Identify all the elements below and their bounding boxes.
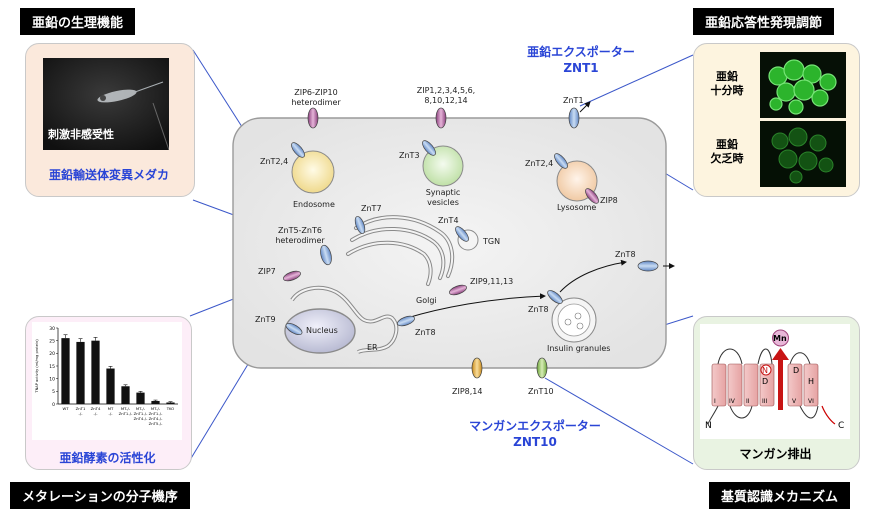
- znt8-right-label: ZnT8: [615, 250, 636, 259]
- mechanism-box: [700, 324, 850, 439]
- tgn-label: TGN: [483, 237, 501, 246]
- znt8-low-label: ZnT8: [415, 328, 436, 337]
- c-terminus: C: [838, 421, 845, 431]
- header-metalation: メタレーションの分子機序: [10, 482, 190, 509]
- x-tick-label: MT-/-: [121, 406, 131, 411]
- n-terminus: N: [705, 421, 712, 431]
- helix-label-6: VI: [808, 398, 814, 405]
- znt1-label: ZnT1: [563, 96, 584, 105]
- x-tick-label: ZnT5-/-: [149, 421, 163, 426]
- znt10-exporter-line2: ZNT10: [513, 435, 557, 449]
- x-tick-label: ZnT1-/-: [134, 411, 148, 416]
- y-tick-label: 0: [52, 402, 55, 408]
- helix-label-1: I: [714, 398, 716, 405]
- medaka-title: 亜鉛輸送体変異メダカ: [48, 168, 169, 182]
- helix-label-5: V: [792, 398, 797, 405]
- bar: [151, 400, 160, 404]
- synaptic-vesicles-label: Synaptic vesicles: [425, 188, 461, 207]
- bar: [91, 340, 100, 404]
- x-tick-label: -/-: [108, 411, 113, 416]
- zip-list-label: ZIP1,2,3,4,5,6, 8,10,12,14: [416, 86, 476, 105]
- mn-ion-label: Mn: [773, 334, 787, 343]
- y-axis-label: TNAP activity (ml/mg protein): [35, 339, 39, 394]
- residue-d2: D: [793, 366, 800, 375]
- zip6-zip10-label: ZIP6-ZIP10 heterodimer: [291, 88, 341, 107]
- bar: [76, 341, 85, 404]
- y-tick-label: 30: [49, 326, 55, 332]
- znt10-label: ZnT10: [528, 387, 554, 396]
- x-tick-label: MT: [108, 406, 114, 411]
- photo-caption: 刺激非感受性: [48, 128, 114, 141]
- znt10-exporter-label: マンガンエクスポーター ZNT10: [455, 418, 615, 450]
- znt1-exporter-line2: ZNT1: [563, 61, 599, 75]
- medaka-photo: [43, 58, 170, 151]
- x-tick-label: MT-/-: [151, 406, 161, 411]
- x-tick-label: TKO: [166, 406, 175, 411]
- golgi-label: Golgi: [416, 296, 437, 305]
- zip8-label: ZIP8: [600, 196, 618, 205]
- znt1-exporter-line1: 亜鉛エクスポーター: [527, 45, 635, 59]
- x-tick-label: ZnT1-/-: [149, 411, 163, 416]
- y-tick-label: 20: [49, 351, 55, 357]
- x-tick-label: MT-/-: [136, 406, 146, 411]
- header-recognition: 基質認識メカニズム: [709, 482, 851, 509]
- er-label: ER: [367, 343, 378, 352]
- zip9-11-13-label: ZIP9,11,13: [470, 277, 514, 286]
- residue-h: H: [808, 377, 815, 386]
- nucleus-label: Nucleus: [306, 326, 338, 335]
- helix-label-4: III: [762, 398, 768, 405]
- y-tick-label: 5: [52, 389, 55, 395]
- zinc-deficient-label: 亜鉛 欠乏時: [710, 138, 744, 165]
- znt1-exporter-label: 亜鉛エクスポーター ZNT1: [512, 44, 650, 76]
- mechanism-diagram: [707, 329, 836, 425]
- znt9-label: ZnT9: [255, 315, 276, 324]
- x-tick-label: ZnT4: [91, 406, 101, 411]
- y-tick-label: 15: [49, 364, 55, 370]
- helix-label-2: IV: [729, 398, 735, 405]
- x-tick-label: ZnT4-/-: [134, 416, 148, 421]
- y-tick-label: 25: [49, 338, 55, 344]
- znt5-znt6-label: ZnT5-ZnT6 heterodimer: [275, 226, 325, 245]
- x-tick-label: -/-: [78, 411, 83, 416]
- helix-label-3: II: [746, 398, 750, 405]
- insulin-granules-label: Insulin granules: [547, 344, 611, 353]
- fluorescence-deficient: [760, 121, 846, 187]
- znt2-4-right-label: ZnT2,4: [525, 159, 554, 168]
- znt10-exporter-line1: マンガンエクスポーター: [469, 419, 601, 433]
- header-physiology: 亜鉛の生理機能: [20, 8, 136, 35]
- bar: [136, 392, 145, 404]
- x-tick-label: ZnT1-/-: [119, 411, 133, 416]
- znt7-label: ZnT7: [361, 204, 382, 213]
- znt4-label: ZnT4: [438, 216, 459, 225]
- x-tick-label: ZnT1: [76, 406, 86, 411]
- bar: [166, 402, 175, 404]
- x-tick-label: WT: [62, 406, 69, 411]
- header-regulation: 亜鉛応答性発現調節: [693, 8, 835, 35]
- endosome-label: Endosome: [293, 200, 335, 209]
- mn-efflux-title: マンガン排出: [739, 447, 812, 461]
- znt3-label: ZnT3: [399, 151, 420, 160]
- zip7-label: ZIP7: [258, 267, 276, 276]
- zip8-14-label: ZIP8,14: [452, 387, 483, 396]
- bar: [121, 386, 130, 404]
- bar: [106, 368, 115, 404]
- fluorescence-sufficient: [760, 52, 846, 118]
- residue-n: N: [762, 366, 768, 375]
- znt2-4-left-label: ZnT2,4: [260, 157, 289, 166]
- lysosome-label: Lysosome: [557, 203, 597, 212]
- residue-d1: D: [762, 377, 769, 386]
- x-tick-label: ZnT4-/-: [149, 416, 163, 421]
- fish-image: [43, 58, 170, 151]
- bar: [61, 338, 70, 404]
- y-tick-label: 10: [49, 376, 55, 382]
- zinc-sufficient-label: 亜鉛 十分時: [710, 70, 744, 97]
- enzyme-title: 亜鉛酵素の活性化: [59, 451, 156, 465]
- x-tick-label: -/-: [93, 411, 98, 416]
- znt8-mid-label: ZnT8: [528, 305, 549, 314]
